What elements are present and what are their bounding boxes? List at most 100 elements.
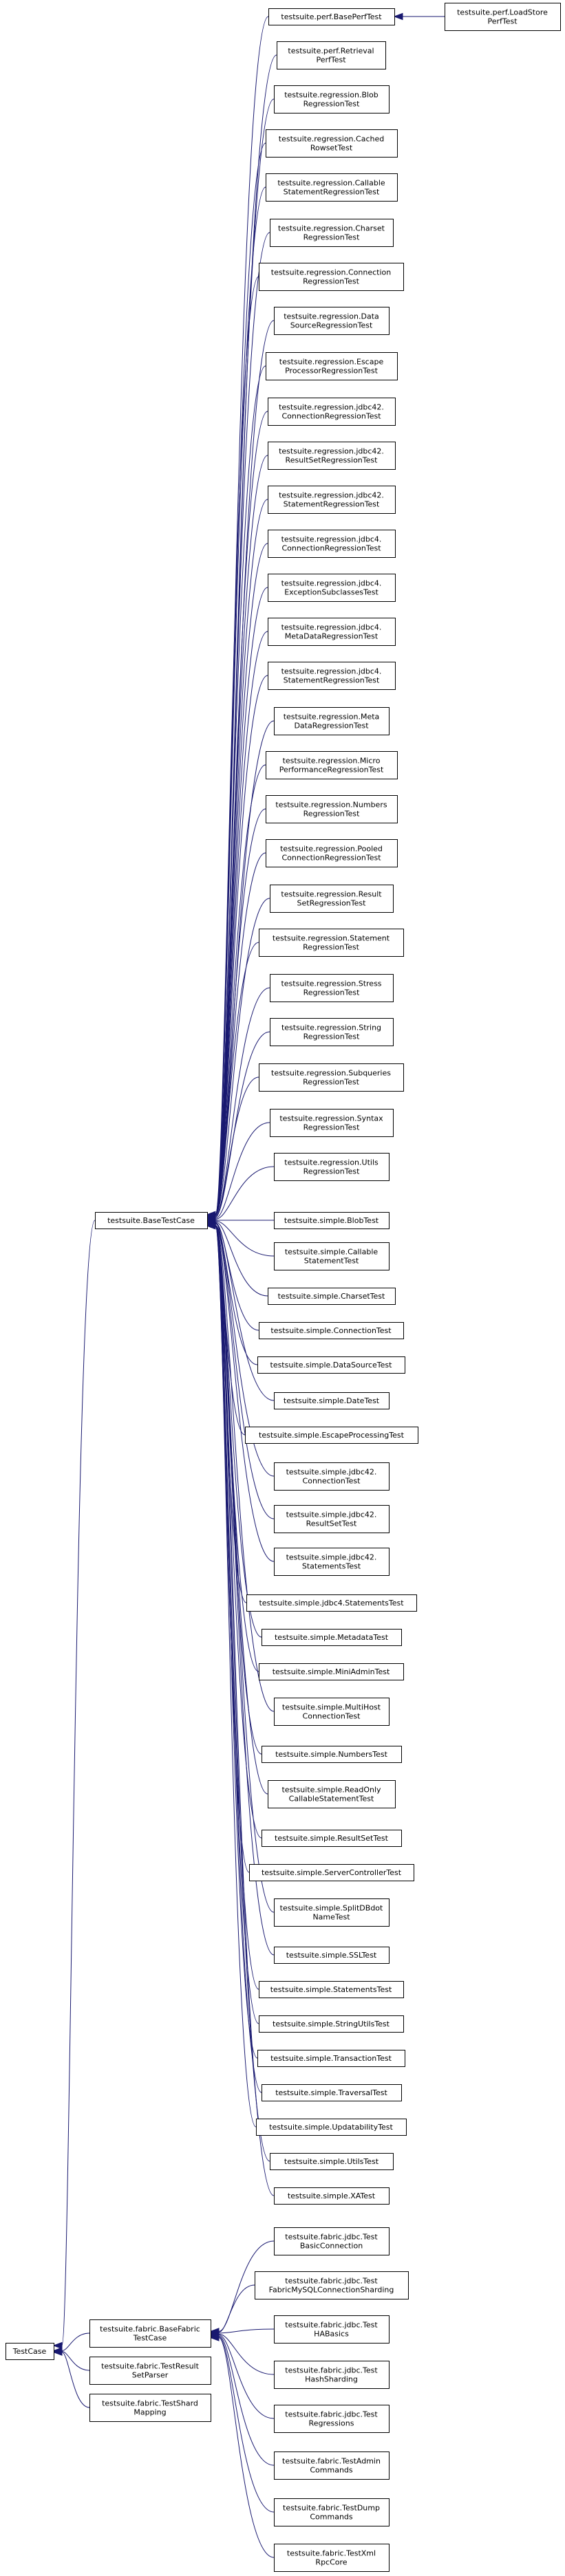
class-box-simplessl[interactable]: testsuite.simple.SSLTest (274, 1947, 390, 1964)
class-name: RowsetTest (310, 144, 353, 153)
class-box-jdbc4exc[interactable]: testsuite.regression.jdbc4.ExceptionSubc… (268, 574, 396, 602)
class-name: testsuite.regression.Meta (284, 713, 380, 722)
class-box-simplejdbc4stmts[interactable]: testsuite.simple.jdbc4.StatementsTest (246, 1594, 417, 1612)
class-name: testsuite.simple.ResultSetTest (275, 1834, 389, 1843)
class-box-statementreg[interactable]: testsuite.regression.StatementRegression… (259, 929, 404, 957)
class-name: testsuite.regression.Statement (273, 934, 390, 943)
class-name: testsuite.simple.SplitDBdot (280, 1904, 383, 1913)
class-box-simpletraversal[interactable]: testsuite.simple.TraversalTest (262, 2084, 402, 2101)
class-name: testsuite.simple.MetadataTest (275, 1633, 389, 1642)
class-box-baseperftest[interactable]: testsuite.perf.BasePerfTest (268, 8, 395, 25)
class-box-jdbc4meta[interactable]: testsuite.regression.jdbc4.MetaDataRegre… (268, 618, 396, 646)
class-name: testsuite.fabric.TestShard (102, 2399, 198, 2408)
class-box-fabricmysqlsharding[interactable]: testsuite.fabric.jdbc.TestFabricMySQLCon… (255, 2271, 409, 2299)
class-box-simplenumbers[interactable]: testsuite.simple.NumbersTest (262, 1746, 402, 1763)
class-name: testsuite.regression.jdbc42. (279, 403, 384, 412)
class-box-testcase[interactable]: TestCase (6, 2343, 54, 2360)
class-box-simpletransaction[interactable]: testsuite.simple.TransactionTest (257, 2050, 405, 2067)
class-name: testsuite.simple.NumbersTest (275, 1750, 388, 1759)
class-name: testsuite.regression.jdbc4. (281, 667, 382, 676)
class-box-simplereadonly[interactable]: testsuite.simple.ReadOnlyCallableStateme… (268, 1780, 396, 1808)
inheritance-edge (206, 1122, 270, 1222)
class-box-simplexa[interactable]: testsuite.simple.XATest (274, 2187, 390, 2205)
class-name: SetParser (132, 2371, 169, 2380)
class-name: testsuite.simple.EscapeProcessingTest (259, 1431, 405, 1440)
class-name: testsuite.regression.Callable (277, 179, 385, 188)
inheritance-edge (206, 852, 266, 1219)
class-box-simpleutils[interactable]: testsuite.simple.UtilsTest (270, 2153, 394, 2170)
class-box-charsetreg[interactable]: testsuite.regression.CharsetRegressionTe… (270, 219, 394, 247)
class-name: RegressionTest (303, 943, 360, 952)
class-box-jdbc42conn[interactable]: testsuite.regression.jdbc42.ConnectionRe… (268, 398, 396, 426)
class-box-datasourcereg[interactable]: testsuite.regression.DataSourceRegressio… (274, 307, 390, 335)
class-box-microperf[interactable]: testsuite.regression.MicroPerformanceReg… (266, 751, 398, 779)
class-box-numbersreg[interactable]: testsuite.regression.NumbersRegressionTe… (266, 795, 398, 823)
class-name: ConnectionTest (303, 1477, 361, 1486)
class-box-simpleconnection[interactable]: testsuite.simple.ConnectionTest (259, 1322, 404, 1339)
class-name: PerfTest (487, 17, 518, 26)
class-box-syntaxreg[interactable]: testsuite.regression.SyntaxRegressionTes… (270, 1109, 394, 1137)
class-box-simpleupdatability[interactable]: testsuite.simple.UpdatabilityTest (256, 2119, 407, 2136)
class-name: TestCase (12, 2347, 47, 2356)
inheritance-edge (209, 2284, 255, 2336)
class-box-subqueriesreg[interactable]: testsuite.regression.SubqueriesRegressio… (259, 1063, 404, 1092)
class-box-fabricbasicconn[interactable]: testsuite.fabric.jdbc.TestBasicConnectio… (274, 2227, 390, 2255)
class-name: testsuite.regression.Charset (278, 224, 385, 233)
class-box-jdbc4stmt[interactable]: testsuite.regression.jdbc4.StatementRegr… (268, 662, 396, 690)
inheritance-edge (209, 2333, 275, 2513)
class-box-stressreg[interactable]: testsuite.regression.StressRegressionTes… (270, 974, 394, 1002)
class-box-simplecharset[interactable]: testsuite.simple.CharsetTest (268, 1288, 396, 1305)
class-box-resultsetreg[interactable]: testsuite.regression.ResultSetRegression… (270, 885, 394, 913)
class-box-metadatareg[interactable]: testsuite.regression.MetaDataRegressionT… (274, 707, 390, 735)
class-box-pooledconn[interactable]: testsuite.regression.PooledConnectionReg… (266, 839, 398, 867)
class-box-callablereg[interactable]: testsuite.regression.CallableStatementRe… (266, 173, 398, 202)
class-box-jdbc4conn[interactable]: testsuite.regression.jdbc4.ConnectionReg… (268, 530, 396, 558)
class-box-simpledate[interactable]: testsuite.simple.DateTest (274, 1392, 390, 1409)
class-name: testsuite.simple.SSLTest (286, 1951, 377, 1960)
class-box-simplestatements[interactable]: testsuite.simple.StatementsTest (259, 1981, 404, 1998)
class-box-simplejdbc42rs[interactable]: testsuite.simple.jdbc42.ResultSetTest (274, 1505, 390, 1533)
class-box-jdbc42rs[interactable]: testsuite.regression.jdbc42.ResultSetReg… (268, 442, 396, 470)
class-name: StatementsTest (302, 1562, 361, 1571)
class-box-simpleresultset[interactable]: testsuite.simple.ResultSetTest (262, 1830, 402, 1847)
class-box-simplestringutils[interactable]: testsuite.simple.StringUtilsTest (259, 2015, 404, 2033)
class-box-connectionreg[interactable]: testsuite.regression.ConnectionRegressio… (259, 263, 404, 291)
inheritance-edge (206, 631, 268, 1219)
class-box-simplemetadata[interactable]: testsuite.simple.MetadataTest (262, 1629, 402, 1646)
class-box-simplejdbc42stmts[interactable]: testsuite.simple.jdbc42.StatementsTest (274, 1548, 390, 1576)
class-box-escapereg[interactable]: testsuite.regression.EscapeProcessorRegr… (266, 352, 398, 380)
class-name: testsuite.regression.Data (284, 312, 379, 321)
inheritance-edge (206, 1222, 268, 1795)
class-box-basetestcase[interactable]: testsuite.BaseTestCase (95, 1212, 208, 1229)
inheritance-edge (206, 1218, 259, 1331)
class-box-stringreg[interactable]: testsuite.regression.StringRegressionTes… (270, 1018, 394, 1046)
class-box-simpleservercontroller[interactable]: testsuite.simple.ServerControllerTest (249, 1864, 414, 1881)
class-box-simplejdbc42conn[interactable]: testsuite.simple.jdbc42.ConnectionTest (274, 1462, 390, 1491)
class-box-jdbc42stmt[interactable]: testsuite.regression.jdbc42.StatementReg… (268, 486, 396, 514)
class-box-simpleescape[interactable]: testsuite.simple.EscapeProcessingTest (245, 1427, 418, 1444)
class-box-simpleblob[interactable]: testsuite.simple.BlobTest (274, 1212, 390, 1229)
class-name: NameTest (312, 1913, 350, 1922)
class-box-simpledatasource[interactable]: testsuite.simple.DataSourceTest (257, 1356, 405, 1374)
class-name: testsuite.regression.Syntax (279, 1114, 383, 1123)
class-box-simplecallable[interactable]: testsuite.simple.CallableStatementTest (274, 1242, 390, 1270)
class-name: ResultSetTest (306, 1519, 357, 1528)
class-name: testsuite.simple.ReadOnly (281, 1786, 381, 1795)
class-box-simpleminiadmin[interactable]: testsuite.simple.MiniAdminTest (259, 1663, 404, 1680)
